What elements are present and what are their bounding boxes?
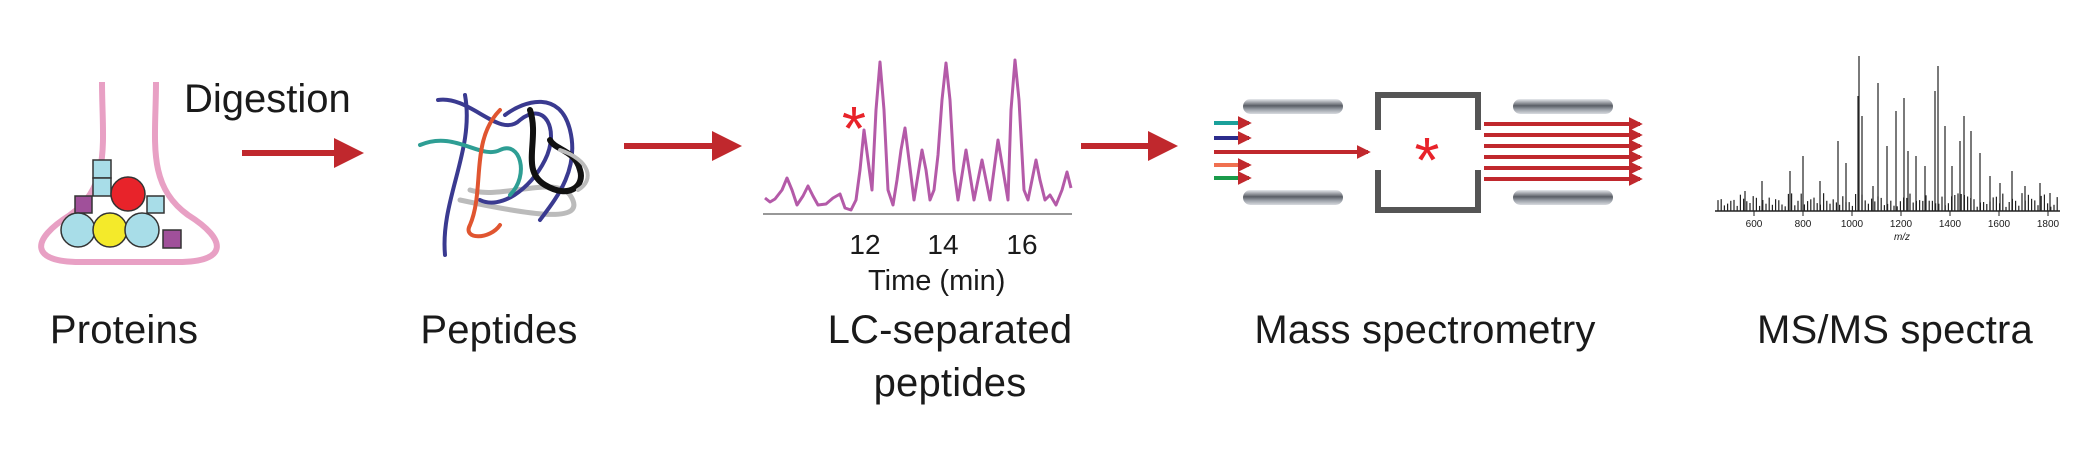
chromatogram-tick-14: 14 [927,229,959,260]
msms-tick-1200: 1200 [1889,219,1913,230]
chromatogram-xlabel: Time (min) [868,265,1006,297]
msms-spectrum [1715,56,2060,216]
chromatogram: * [763,58,1073,215]
msms-tick-600: 600 [1745,219,1763,230]
peptides-icon [418,93,590,257]
msms-tick-1000: 1000 [1840,219,1864,230]
proteins-label: Proteins [49,308,199,352]
peptides-label: Peptides [420,308,578,352]
msms-spectra-label: MS/MS spectra [1757,308,2033,352]
msms-tick-1600: 1600 [1987,219,2011,230]
lc-separated-label-line1: LC-separated [827,308,1073,352]
chromatogram-tick-16: 16 [1006,229,1038,260]
lc-separated-label-line2: peptides [873,361,1027,405]
msms-tick-1800: 1800 [2036,219,2060,230]
chromatogram-trace [764,58,1073,212]
msms-axis-ticks [1753,211,2049,216]
mass-spectrometry-label: Mass spectrometry [1254,308,1596,352]
collision-cell-asterisk: * [1415,124,1440,196]
digestion-label: Digestion [184,77,351,121]
mass-spectrometer-icon: * [1214,92,1643,213]
msms-tick-1400: 1400 [1938,219,1962,230]
msms-xlabel: m/z [1893,232,1911,243]
msms-peaks [1717,56,2058,211]
chromatogram-peak-asterisk: * [842,95,866,164]
chromatogram-tick-12: 12 [849,229,881,260]
msms-tick-800: 800 [1794,219,1812,230]
protein-molecules-icon [60,159,182,249]
